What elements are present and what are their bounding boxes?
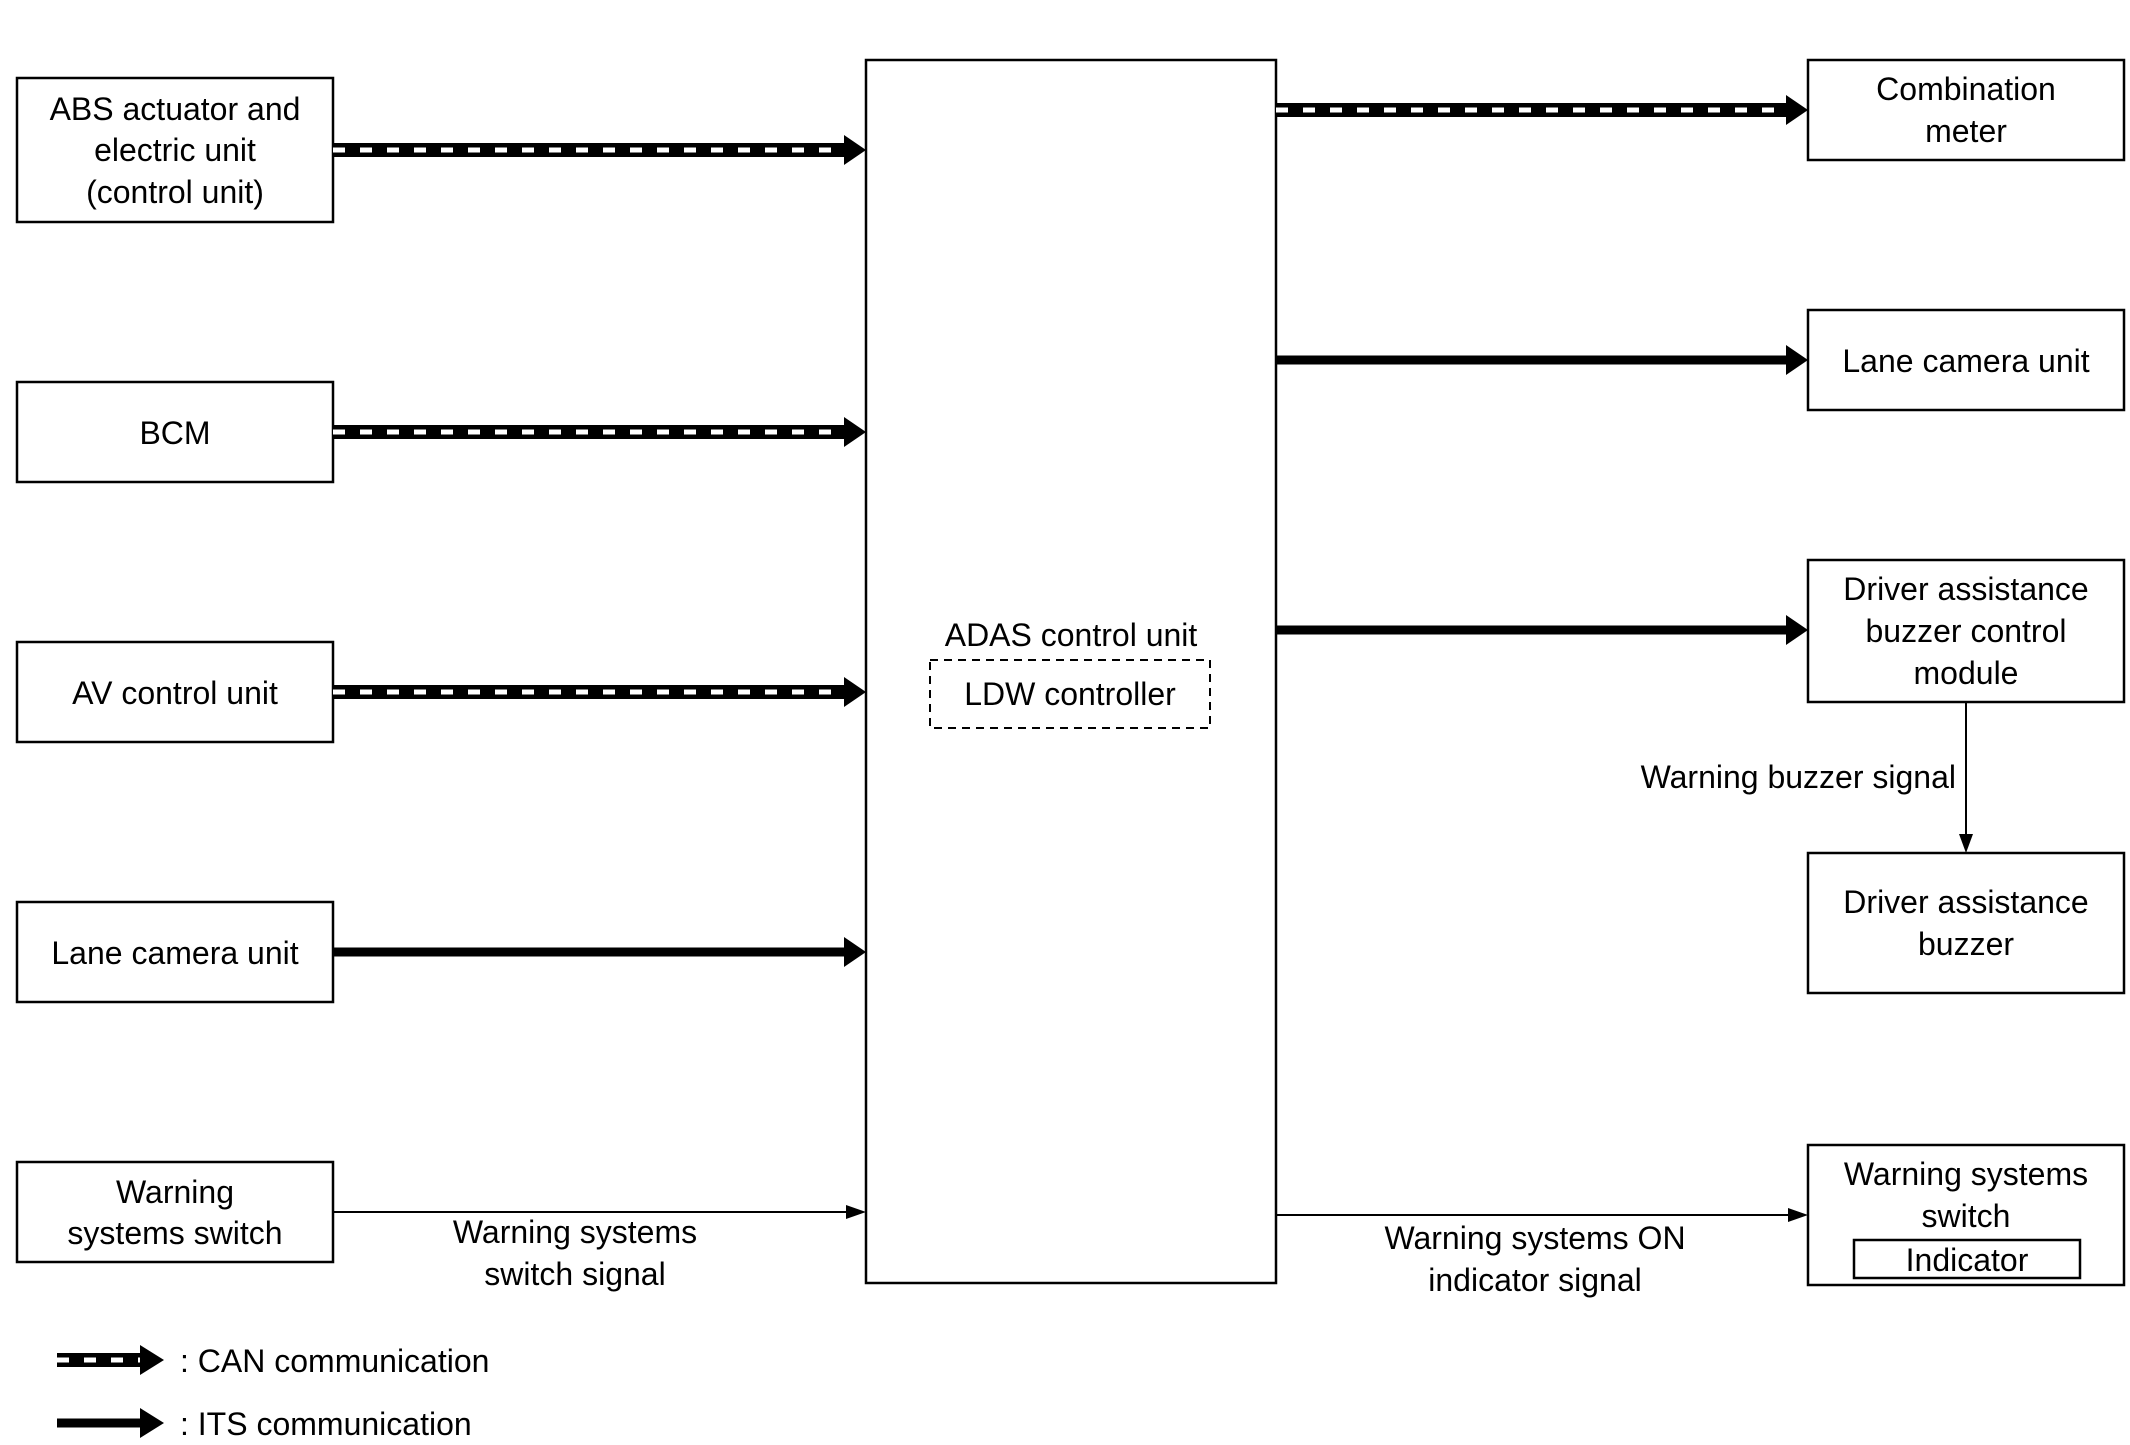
can-arrow-bcm: [333, 417, 866, 447]
bcm-box: BCM: [15, 380, 335, 484]
legend-can-label: : CAN communication: [180, 1343, 489, 1379]
ldw-controller-dashed-box: [929, 659, 1211, 729]
svg-text:Combination: Combination: [1876, 71, 2056, 107]
buzzer-signal-arrow: [1959, 702, 1973, 853]
svg-text:AV control unit: AV control unit: [72, 675, 278, 711]
driver-assistance-buzzer-box: Driver assistance buzzer: [1806, 851, 2126, 995]
av-control-unit-box: AV control unit: [15, 640, 335, 744]
lane-camera-input-box: Lane camera unit: [15, 900, 335, 1004]
legend-can: : CAN communication: [57, 1343, 489, 1379]
on-indicator-signal-label-line1: Warning systems ON: [1384, 1220, 1685, 1256]
svg-text:buzzer: buzzer: [1918, 926, 2014, 962]
svg-text:Lane camera unit: Lane camera unit: [1842, 343, 2089, 379]
can-arrow-combination-meter: [1276, 95, 1808, 125]
buzzer-signal-label: Warning buzzer signal: [1641, 759, 1956, 795]
svg-text:buzzer control: buzzer control: [1866, 613, 2067, 649]
adas-title: ADAS control unit: [945, 617, 1198, 653]
svg-text:(control unit): (control unit): [86, 174, 264, 210]
on-indicator-signal-arrow: [1276, 1208, 1808, 1222]
ldw-controller-label: LDW controller: [964, 676, 1176, 712]
svg-text:switch: switch: [1922, 1198, 2011, 1234]
svg-text:Driver assistance: Driver assistance: [1843, 884, 2088, 920]
adas-control-unit-box: ADAS control unit LDW controller: [864, 58, 1278, 1285]
can-arrow-abs: [333, 135, 866, 165]
can-arrow-av: [333, 677, 866, 707]
abs-actuator-box: ABS actuator and electric unit (control …: [15, 76, 335, 224]
on-indicator-signal-label-line2: indicator signal: [1428, 1262, 1641, 1298]
switch-signal-label-line2: switch signal: [484, 1256, 665, 1292]
buzzer-control-module-box: Driver assistance buzzer control module: [1806, 558, 2126, 704]
svg-text:module: module: [1914, 655, 2019, 691]
svg-text:Warning systems: Warning systems: [1844, 1156, 2088, 1192]
svg-text:BCM: BCM: [139, 415, 210, 451]
its-arrow-buzzer-module: [1276, 615, 1808, 645]
svg-text:Warning: Warning: [116, 1174, 234, 1210]
lane-camera-output-box: Lane camera unit: [1806, 308, 2126, 412]
svg-text:electric unit: electric unit: [94, 132, 256, 168]
legend-its-label: : ITS communication: [180, 1406, 472, 1442]
svg-text:systems switch: systems switch: [67, 1215, 282, 1251]
its-arrow-lane-camera-out: [1276, 345, 1808, 375]
legend-its: : ITS communication: [57, 1406, 472, 1442]
indicator-label: Indicator: [1906, 1242, 2029, 1278]
svg-text:ABS actuator and: ABS actuator and: [50, 91, 301, 127]
svg-text:Driver assistance: Driver assistance: [1843, 571, 2088, 607]
svg-text:meter: meter: [1925, 113, 2007, 149]
its-arrow-lane-camera-in: [333, 937, 866, 967]
switch-signal-label-line1: Warning systems: [453, 1214, 697, 1250]
svg-text:Lane camera unit: Lane camera unit: [51, 935, 298, 971]
warning-switch-input-box: Warning systems switch: [15, 1160, 335, 1264]
combination-meter-box: Combination meter: [1806, 58, 2126, 162]
indicator-box: [1852, 1238, 2082, 1280]
switch-signal-arrow: [333, 1205, 866, 1219]
warning-switch-output-box: Warning systems switch Indicator: [1806, 1143, 2126, 1287]
